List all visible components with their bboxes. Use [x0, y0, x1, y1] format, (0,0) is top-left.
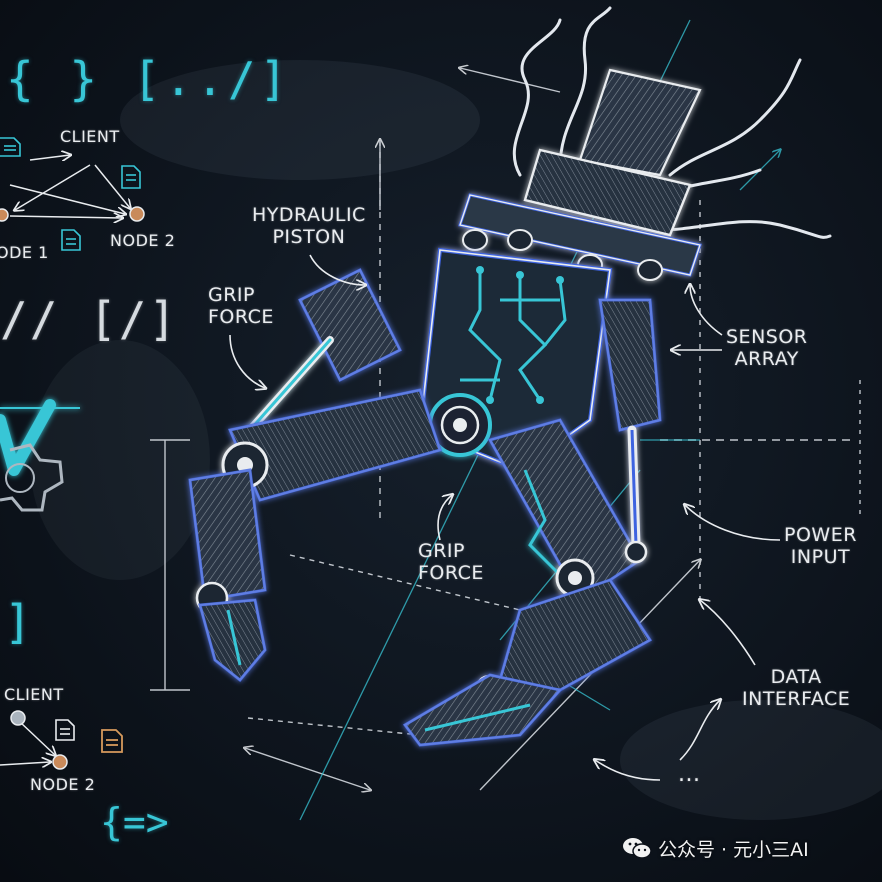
- code-arrow-bottom: {=>: [100, 800, 169, 844]
- callout-arrows: [229, 254, 781, 781]
- watermark: 公众号 · 元小三AI: [622, 834, 809, 862]
- network-top-client: CLIENT: [60, 127, 120, 146]
- node1-dot: [0, 208, 9, 222]
- gear-icon: [0, 443, 64, 512]
- ellipsis-mark: ...: [678, 762, 701, 787]
- chalk-smudges: [30, 60, 882, 820]
- left-finger: [188, 388, 442, 683]
- client-dot: [10, 710, 26, 726]
- cables: [512, 6, 832, 239]
- network-diagram-top: [0, 137, 145, 251]
- wechat-logo-icon: [623, 838, 652, 859]
- network-diagram-bottom: [0, 710, 123, 770]
- node2-dot-bottom: [52, 754, 68, 770]
- label-hydraulic-piston: HYDRAULIC PISTON: [252, 204, 366, 248]
- checkmark-glyph: [0, 399, 80, 476]
- code-braces-top: { } [../]: [6, 52, 292, 106]
- right-finger: [402, 418, 653, 747]
- label-sensor-array: SENSOR ARRAY: [726, 326, 808, 370]
- label-grip-force-lower: GRIP FORCE: [418, 540, 484, 584]
- label-data-interface: DATA INTERFACE: [742, 666, 851, 710]
- network-bottom-client: CLIENT: [4, 685, 64, 704]
- sensor-array-cylinder: [598, 298, 662, 564]
- network-bottom-node2: NODE 2: [30, 775, 96, 794]
- label-power-input: POWER INPUT: [784, 524, 857, 568]
- label-grip-force-upper: GRIP FORCE: [208, 284, 274, 328]
- wrist-housing: [458, 68, 702, 281]
- code-slashes-mid: // [/]: [0, 292, 179, 346]
- node2-dot: [129, 206, 145, 222]
- code-bracket-lower: ]: [4, 595, 32, 649]
- network-top-node2: NODE 2: [110, 231, 176, 250]
- network-top-node1: ODE 1: [0, 243, 49, 262]
- watermark-text: 公众号 · 元小三AI: [658, 838, 809, 861]
